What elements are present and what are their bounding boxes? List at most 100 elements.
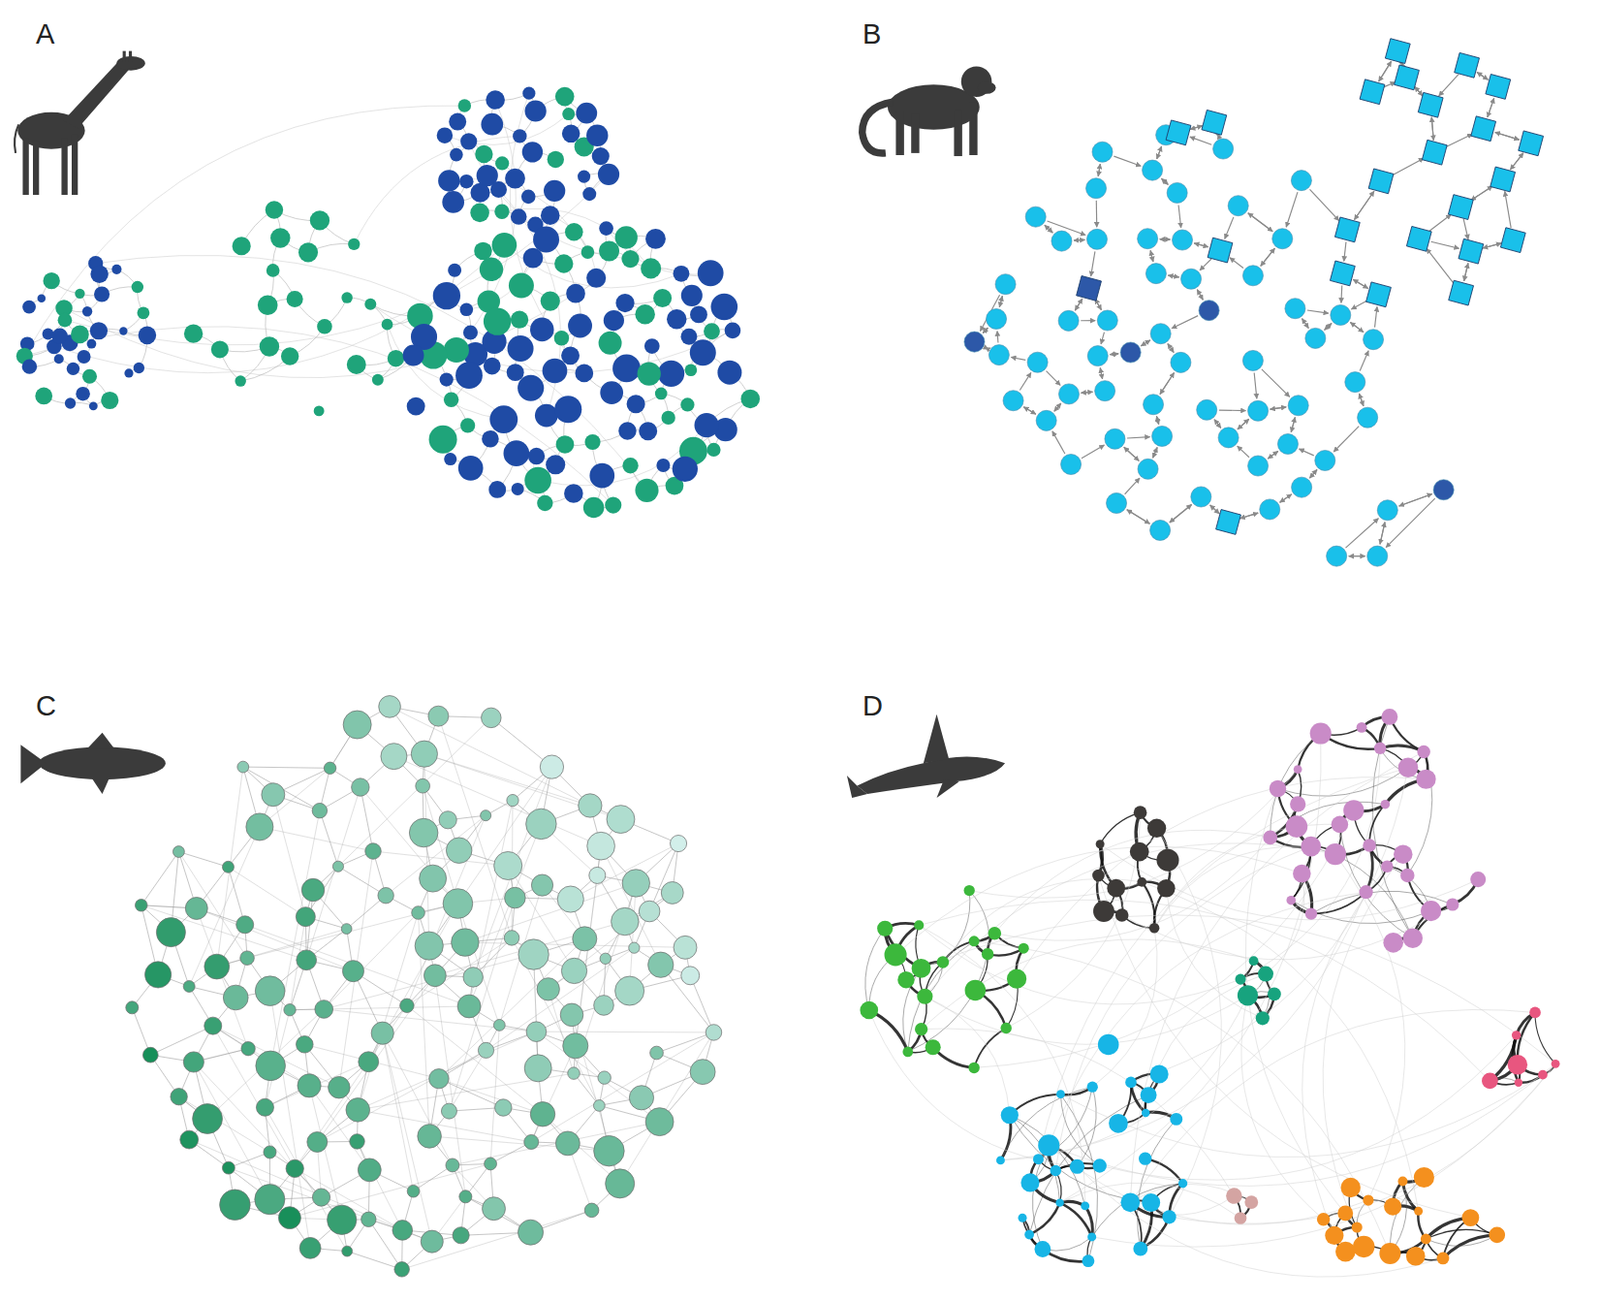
network-node: [1286, 815, 1309, 838]
network-node: [574, 364, 594, 383]
network-node: [1445, 897, 1459, 910]
network-arrow: [1193, 243, 1209, 248]
network-node: [1235, 973, 1247, 985]
network-node: [484, 1157, 498, 1170]
network-node: [557, 885, 584, 912]
network-node: [555, 1130, 580, 1156]
network-node: [460, 417, 475, 433]
network-node-diamond: [1384, 38, 1411, 64]
network-arrow: [1254, 373, 1257, 400]
network-node: [563, 1033, 589, 1059]
network-edge: [924, 996, 1009, 1115]
network-edge: [1098, 875, 1471, 1218]
network-node: [442, 888, 473, 919]
network-node: [1393, 844, 1412, 863]
network-node: [1093, 1158, 1107, 1172]
network-edge: [217, 928, 347, 967]
network-arrow: [1302, 318, 1310, 329]
network-node: [313, 405, 325, 416]
network-node: [681, 966, 700, 985]
network-node: [278, 1206, 301, 1229]
network-node: [717, 360, 742, 385]
network-node: [358, 1051, 379, 1072]
network-node: [547, 151, 565, 168]
network-edge: [1037, 1086, 1093, 1160]
network-arrow: [1240, 512, 1259, 519]
network-node: [1132, 1241, 1148, 1256]
network-b-edges: [979, 61, 1523, 556]
network-node: [561, 345, 580, 365]
network-node: [234, 375, 246, 386]
network-node: [536, 977, 560, 1001]
network-edge: [1060, 1074, 1543, 1158]
network-arrow: [1509, 153, 1523, 170]
network-arrow: [1156, 415, 1159, 424]
network-edge: [1369, 804, 1385, 846]
network-node: [204, 953, 230, 979]
network-arrow: [1286, 191, 1298, 227]
network-arrow: [1383, 82, 1396, 88]
network-node: [241, 1041, 255, 1056]
network-node: [690, 306, 708, 324]
network-node: [447, 263, 462, 278]
network-node: [138, 326, 157, 346]
network-node: [648, 951, 674, 977]
network-node: [142, 1046, 158, 1063]
network-node: [996, 1155, 1005, 1164]
network-node: [1269, 780, 1287, 797]
network-edge: [207, 1008, 324, 1119]
network-node: [504, 168, 526, 189]
network-node: [1034, 1240, 1051, 1257]
network-node: [1380, 708, 1398, 725]
network-edge: [150, 1025, 213, 1055]
network-arrow: [1160, 372, 1175, 394]
network-node: [1267, 987, 1282, 1002]
network-edge: [531, 1032, 714, 1142]
network-arrow: [1476, 71, 1488, 80]
network-edge: [1005, 812, 1140, 1028]
network-node: [681, 284, 703, 307]
network-edge: [1380, 744, 1424, 753]
network-node: [371, 1021, 394, 1044]
network-edge: [323, 1008, 536, 1032]
network-node: [1086, 178, 1107, 199]
network-node: [495, 156, 509, 170]
panel-letter: A: [35, 20, 55, 49]
network-edge: [179, 1096, 271, 1152]
network-node: [240, 950, 255, 966]
network-node: [219, 1189, 251, 1221]
network-edge: [1335, 853, 1406, 1200]
network-node: [1345, 372, 1366, 393]
network-edge: [1129, 752, 1424, 1203]
network-node: [423, 964, 446, 987]
network-node: [1380, 799, 1390, 809]
network-arrow: [1167, 344, 1174, 353]
network-node: [1305, 327, 1326, 348]
giraffe-silhouette: [14, 51, 146, 195]
network-node: [460, 132, 477, 150]
network-node: [1093, 900, 1115, 922]
network-node: [459, 174, 473, 189]
network-node: [1403, 928, 1423, 948]
network-node: [1363, 329, 1384, 350]
network-node: [598, 220, 614, 236]
network-arrow: [1099, 367, 1102, 378]
network-node: [365, 843, 382, 860]
network-arrow: [1081, 391, 1094, 393]
network-edge: [188, 1139, 403, 1230]
network-node: [1082, 1254, 1096, 1267]
network-node: [1213, 138, 1234, 159]
network-node: [1234, 1211, 1248, 1224]
network-node: [1001, 1105, 1019, 1124]
network-node: [448, 113, 467, 131]
network-node: [1310, 721, 1332, 744]
network-arrow: [1464, 263, 1469, 282]
network-node: [54, 353, 64, 364]
network-node: [1025, 206, 1046, 227]
network-node: [221, 860, 234, 873]
network-node: [70, 325, 90, 345]
network-node: [524, 467, 552, 495]
network-node-diamond: [1207, 237, 1233, 263]
network-node: [1218, 427, 1239, 448]
network-arrow: [1349, 555, 1366, 557]
